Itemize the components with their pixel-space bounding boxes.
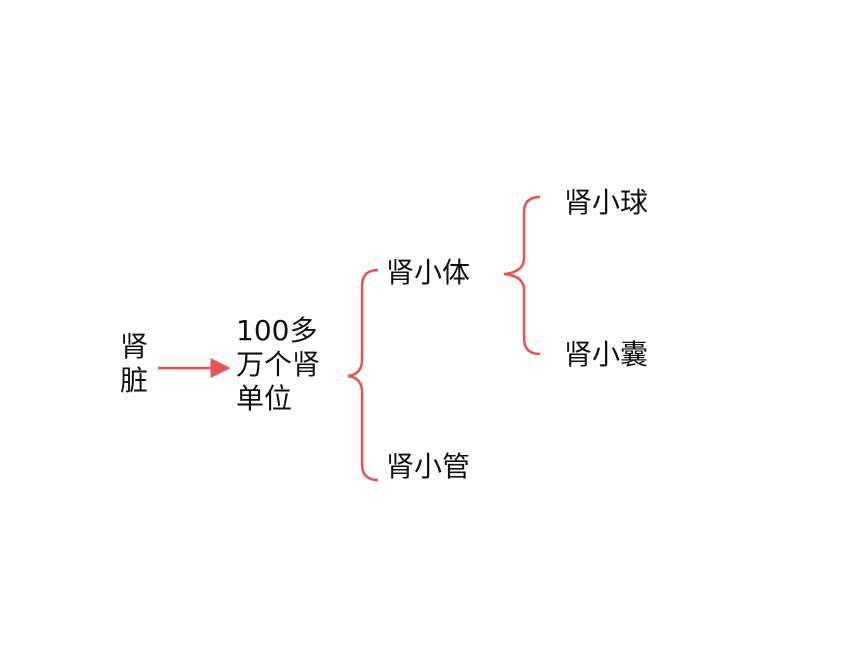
node-kidney: 肾脏 — [120, 330, 149, 397]
node-renal-tubule: 肾小管 — [386, 450, 471, 483]
nephron-brace — [347, 268, 379, 482]
node-renal-capsule: 肾小囊 — [564, 338, 649, 371]
node-nephron-count: 100多万个肾单位 — [236, 314, 321, 415]
node-renal-corpuscle: 肾小体 — [386, 256, 471, 289]
node-glomerulus: 肾小球 — [564, 186, 649, 219]
corpuscle-brace — [503, 195, 541, 356]
